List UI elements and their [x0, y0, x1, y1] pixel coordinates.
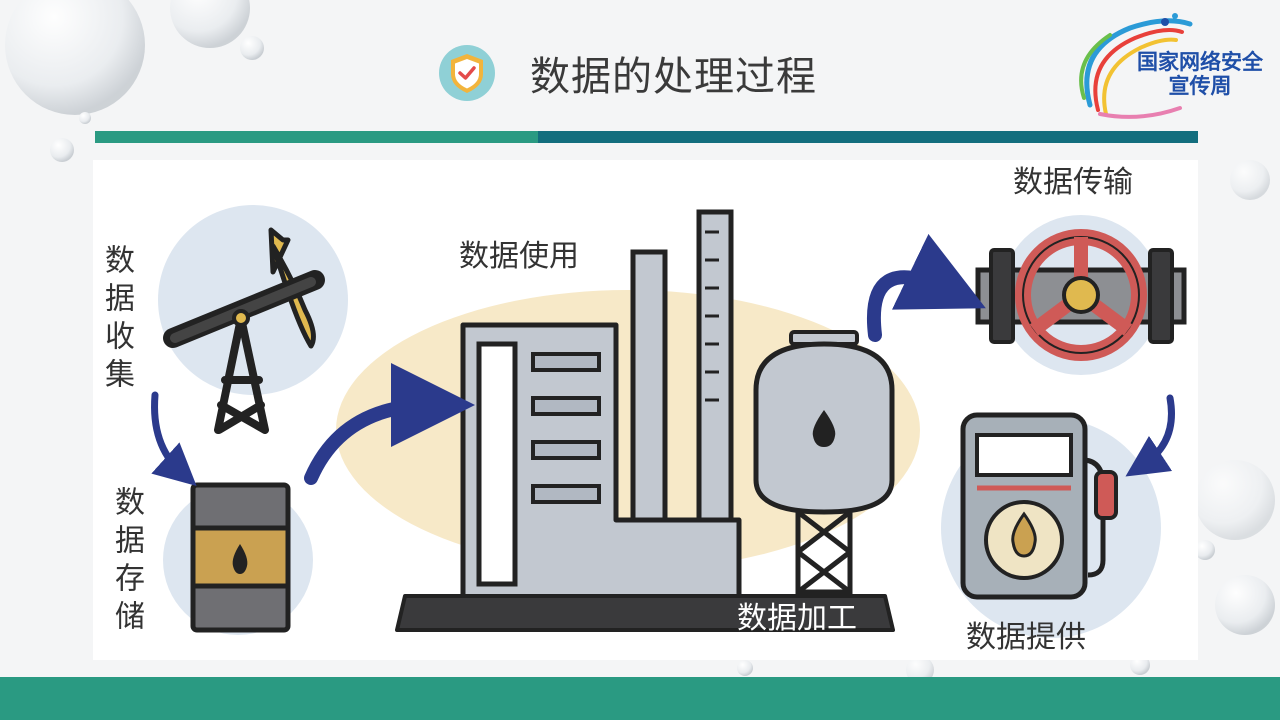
header-bar-green: [95, 131, 538, 143]
water-drop: [170, 0, 250, 48]
pipe-valve-icon: [975, 229, 1187, 361]
water-drop: [240, 36, 264, 60]
arrow-store-to-use: [304, 363, 475, 485]
logo-text: 国家网络安全 宣传周: [1120, 50, 1280, 98]
water-drop: [50, 138, 74, 162]
header-bar-teal: [538, 131, 1198, 143]
logo-line-1: 国家网络安全: [1137, 50, 1263, 74]
diagram-canvas: [151, 205, 1187, 638]
cyber-week-logo: [1079, 13, 1193, 119]
arrow-use-to-transfer: [867, 233, 986, 342]
water-drop: [5, 0, 145, 115]
fuel-pump-icon: [960, 412, 1118, 600]
label-provide: 数据提供: [966, 620, 1086, 655]
footer-bar: [0, 677, 1280, 720]
water-drop: [1195, 540, 1215, 560]
label-transfer: 数据传输: [1013, 165, 1133, 200]
label-process: 数据加工: [737, 601, 857, 636]
water-drop: [737, 660, 753, 676]
water-drop: [1130, 655, 1150, 675]
oil-pump-icon: [163, 227, 325, 434]
refinery-icon: [395, 209, 895, 632]
page-title: 数据的处理过程: [530, 54, 817, 100]
water-drop: [1230, 160, 1270, 200]
arrow-transfer-to-provide: [1125, 394, 1175, 477]
water-drop: [1215, 575, 1275, 635]
shield-check-icon: [439, 45, 495, 101]
arrow-collect-to-store: [151, 391, 197, 487]
label-store: 数据存储: [109, 486, 144, 638]
label-use: 数据使用: [459, 239, 579, 274]
label-collect: 数据收集: [99, 244, 134, 396]
water-drop: [1195, 460, 1275, 540]
slide-header: 数据的处理过程: [438, 44, 817, 102]
process-diagram: 数据收集 数据存储 数据使用 数据加工 数据传输 数据提供: [93, 160, 1198, 660]
oil-barrel-icon: [190, 482, 291, 633]
water-drop: [79, 112, 91, 124]
logo-line-2: 宣传周: [1168, 74, 1232, 98]
